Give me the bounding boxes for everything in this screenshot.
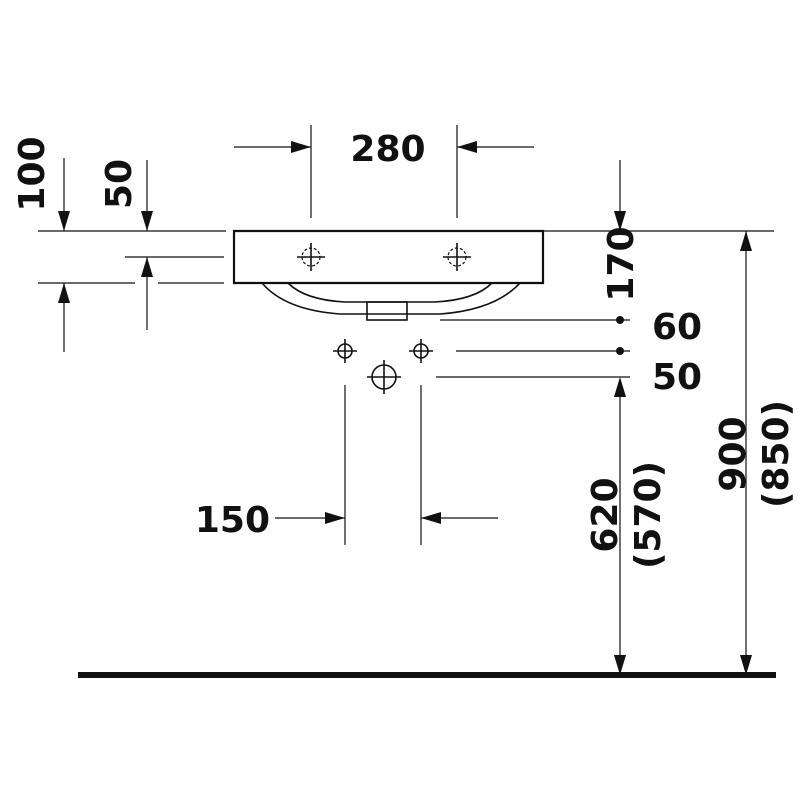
dimension-100: 100 (12, 136, 226, 352)
dimension-label-150: 150 (195, 500, 270, 541)
basin-waste-outlet (366, 301, 408, 321)
washbasin (232, 229, 545, 321)
dimension-label-100: 100 (12, 136, 53, 211)
dimension-620: 620 (570) (585, 397, 669, 675)
basin-bowl-outer (261, 282, 521, 315)
tap-hole-left (297, 243, 325, 271)
tap-hole-right (443, 243, 471, 271)
dimension-170: 170 (543, 160, 774, 302)
basin-bowl-inner (287, 282, 493, 303)
supply-connection-left (333, 339, 357, 363)
dimension-label-620: 620 (585, 477, 626, 552)
supply-connection-right (409, 339, 433, 363)
dimension-900: 900 (850) (713, 231, 797, 675)
dimension-label-570: (570) (628, 461, 669, 569)
dimension-label-900: 900 (713, 416, 754, 491)
dimension-280: 280 (234, 125, 534, 218)
dimension-label-850: (850) (756, 400, 797, 508)
dimension-label-280: 280 (350, 129, 425, 170)
basin-outline (232, 229, 545, 285)
dimension-50-left: 50 (99, 159, 224, 330)
dimension-150: 150 (195, 385, 498, 545)
dimension-label-50-right: 50 (652, 357, 702, 398)
drain-connection (367, 360, 401, 394)
dimension-label-60: 60 (652, 307, 702, 348)
dimension-60-50: 60 50 (436, 307, 702, 398)
dimension-label-50-left: 50 (99, 159, 140, 209)
dimension-label-170: 170 (601, 226, 642, 301)
